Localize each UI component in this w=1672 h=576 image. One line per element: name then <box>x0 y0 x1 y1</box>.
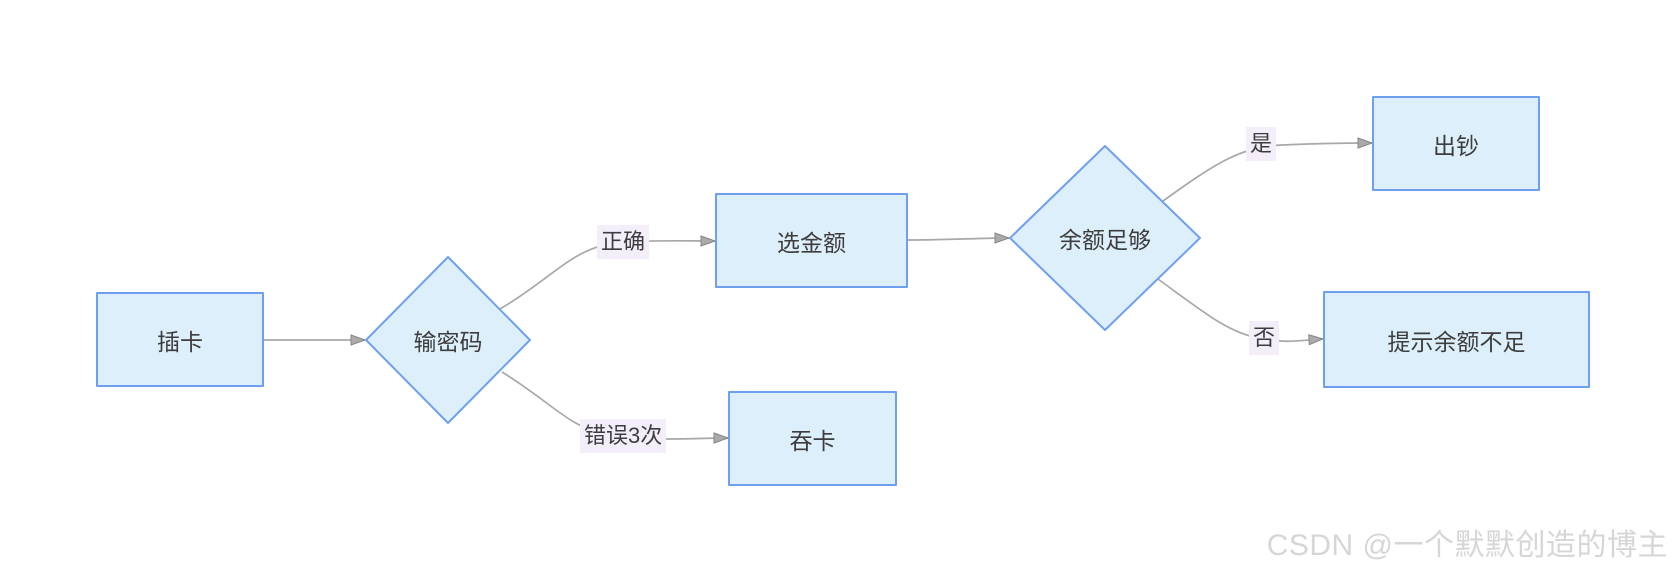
edge-label-yes: 是 <box>1246 127 1277 161</box>
node-insufficient-balance: 提示余额不足 <box>1323 291 1590 388</box>
diamond-shape <box>365 256 531 424</box>
csdn-watermark: CSDN @一个默默创造的博主 <box>1266 529 1668 562</box>
node-select-amount: 选金额 <box>715 193 908 288</box>
node-balance-sufficient: 余额足够 <box>1009 145 1201 331</box>
node-enter-password-label: 输密码 <box>413 329 483 355</box>
node-enter-password: 输密码 <box>365 256 531 424</box>
node-dispense-cash-label: 出钞 <box>1433 132 1479 159</box>
node-swallow-card: 吞卡 <box>728 391 897 486</box>
edge-label-no: 否 <box>1249 321 1280 355</box>
edge-label-wrong-3-times: 错误3次 <box>580 419 667 453</box>
node-swallow-card-label: 吞卡 <box>789 427 836 454</box>
node-balance-sufficient-label: 余额足够 <box>1059 227 1151 253</box>
diamond-shape <box>1009 145 1201 331</box>
edge-select-amount-to-balance-sufficient <box>907 232 1011 244</box>
node-insert-card-label: 插卡 <box>157 328 203 355</box>
edge-balance-sufficient-to-dispense-cash <box>1162 137 1374 202</box>
node-insufficient-balance-label: 提示余额不足 <box>1387 328 1526 355</box>
node-insert-card: 插卡 <box>96 292 264 387</box>
node-select-amount-label: 选金额 <box>777 229 846 256</box>
node-dispense-cash: 出钞 <box>1372 96 1540 191</box>
edge-label-correct: 正确 <box>597 225 650 259</box>
